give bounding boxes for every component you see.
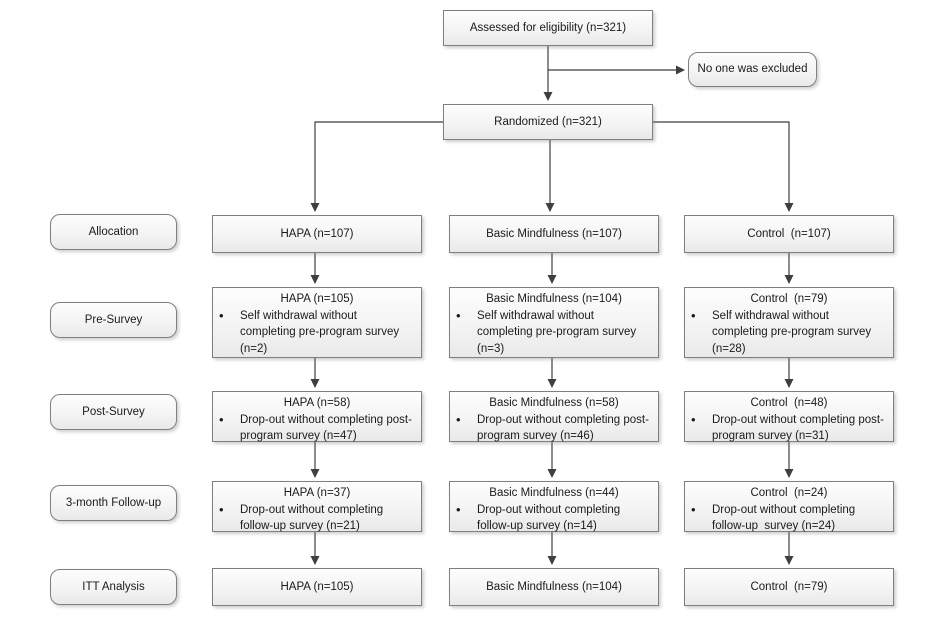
stage-label-itt-text: ITT Analysis bbox=[82, 580, 145, 593]
hapa-allocation-box: HAPA (n=107) bbox=[212, 215, 422, 253]
bullet-icon: • bbox=[219, 501, 224, 517]
hapa-followup-note: Drop-out without completing follow-up su… bbox=[240, 503, 387, 533]
mindfulness-pre-survey-note: Self withdrawal without completing pre-p… bbox=[477, 309, 640, 355]
hapa-pre-survey-note: Self withdrawal without completing pre-p… bbox=[240, 309, 403, 355]
control-pre-survey-title: Control (n=79) bbox=[750, 293, 828, 305]
hapa-post-survey-title: HAPA (n=58) bbox=[283, 397, 351, 409]
bullet-icon: • bbox=[691, 501, 696, 517]
randomized-label: Randomized (n=321) bbox=[494, 115, 602, 128]
hapa-pre-survey-box: HAPA (n=105) • Self withdrawal without c… bbox=[212, 287, 422, 358]
mindfulness-post-survey-note: Drop-out without completing post-program… bbox=[477, 413, 649, 443]
hapa-pre-survey-title: HAPA (n=105) bbox=[280, 293, 354, 305]
bullet-icon: • bbox=[219, 307, 224, 323]
bullet-icon: • bbox=[456, 411, 461, 427]
bullet-icon: • bbox=[691, 411, 696, 427]
mindfulness-itt-box: Basic Mindfulness (n=104) bbox=[449, 568, 659, 606]
stage-label-allocation: Allocation bbox=[50, 214, 177, 250]
hapa-followup-box: HAPA (n=37) • Drop-out without completin… bbox=[212, 481, 422, 532]
hapa-followup-title: HAPA (n=37) bbox=[283, 487, 351, 499]
stage-label-pre-survey: Pre-Survey bbox=[50, 302, 177, 338]
control-pre-survey-box: Control (n=79) • Self withdrawal without… bbox=[684, 287, 894, 358]
control-followup-box: Control (n=24) • Drop-out without comple… bbox=[684, 481, 894, 532]
mindfulness-allocation-box: Basic Mindfulness (n=107) bbox=[449, 215, 659, 253]
mindfulness-pre-survey-box: Basic Mindfulness (n=104) • Self withdra… bbox=[449, 287, 659, 358]
stage-label-pre-survey-text: Pre-Survey bbox=[84, 313, 143, 326]
control-pre-survey-note: Self withdrawal without completing pre-p… bbox=[712, 309, 875, 355]
control-itt-box: Control (n=79) bbox=[684, 568, 894, 606]
mindfulness-post-survey-title: Basic Mindfulness (n=58) bbox=[489, 397, 619, 409]
hapa-post-survey-box: HAPA (n=58) • Drop-out without completin… bbox=[212, 391, 422, 442]
bullet-icon: • bbox=[456, 307, 461, 323]
bullet-icon: • bbox=[691, 307, 696, 323]
hapa-allocation-label: HAPA (n=107) bbox=[280, 227, 354, 240]
mindfulness-post-survey-box: Basic Mindfulness (n=58) • Drop-out with… bbox=[449, 391, 659, 442]
mindfulness-followup-title: Basic Mindfulness (n=44) bbox=[489, 487, 619, 499]
stage-label-post-survey: Post-Survey bbox=[50, 394, 177, 430]
assessed-eligibility-box: Assessed for eligibility (n=321) bbox=[443, 10, 653, 46]
arrow-randomized-to-hapa bbox=[310, 121, 443, 212]
hapa-itt-label: HAPA (n=105) bbox=[280, 580, 354, 593]
excluded-note-box: No one was excluded bbox=[688, 52, 817, 87]
mindfulness-allocation-label: Basic Mindfulness (n=107) bbox=[486, 227, 622, 240]
hapa-post-survey-note: Drop-out without completing post-program… bbox=[240, 413, 412, 443]
mindfulness-pre-survey-title: Basic Mindfulness (n=104) bbox=[486, 293, 622, 305]
randomized-box: Randomized (n=321) bbox=[443, 104, 653, 140]
control-post-survey-title: Control (n=48) bbox=[750, 397, 828, 409]
control-followup-title: Control (n=24) bbox=[750, 487, 828, 499]
stage-label-itt: ITT Analysis bbox=[50, 569, 177, 605]
mindfulness-followup-note: Drop-out without completing follow-up su… bbox=[477, 503, 624, 533]
mindfulness-itt-label: Basic Mindfulness (n=104) bbox=[486, 580, 622, 593]
control-followup-note: Drop-out without completing follow-up su… bbox=[712, 503, 859, 533]
arrow-randomized-to-control bbox=[653, 121, 794, 212]
control-post-survey-note: Drop-out without completing post-program… bbox=[712, 413, 884, 443]
bullet-icon: • bbox=[219, 411, 224, 427]
control-allocation-box: Control (n=107) bbox=[684, 215, 894, 253]
control-post-survey-box: Control (n=48) • Drop-out without comple… bbox=[684, 391, 894, 442]
stage-label-followup: 3-month Follow-up bbox=[50, 485, 177, 521]
assessed-eligibility-label: Assessed for eligibility (n=321) bbox=[469, 21, 627, 34]
stage-label-post-survey-text: Post-Survey bbox=[82, 405, 145, 418]
stage-label-allocation-text: Allocation bbox=[88, 225, 139, 238]
control-itt-label: Control (n=79) bbox=[750, 580, 828, 593]
stage-label-followup-text: 3-month Follow-up bbox=[65, 496, 162, 509]
excluded-note-label: No one was excluded bbox=[697, 63, 808, 76]
hapa-itt-box: HAPA (n=105) bbox=[212, 568, 422, 606]
control-allocation-label: Control (n=107) bbox=[747, 227, 831, 240]
mindfulness-followup-box: Basic Mindfulness (n=44) • Drop-out with… bbox=[449, 481, 659, 532]
bullet-icon: • bbox=[456, 501, 461, 517]
